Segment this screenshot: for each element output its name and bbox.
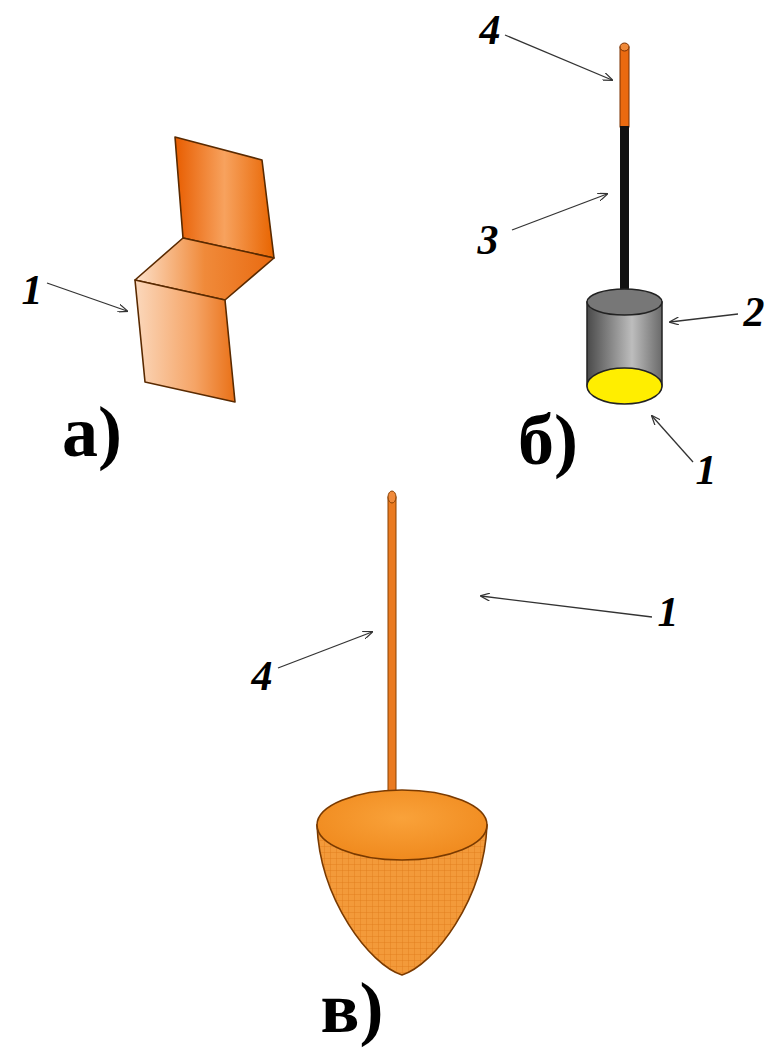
figure-letter: б) <box>518 404 578 476</box>
leader-lines <box>47 35 738 668</box>
callout-number: 4 <box>252 655 273 697</box>
probe <box>587 43 662 404</box>
callout-number: 1 <box>22 269 43 311</box>
callout-number: 2 <box>744 291 765 333</box>
callout-number: 1 <box>658 591 679 633</box>
callout-number: 4 <box>480 9 501 51</box>
folded-strip <box>135 137 274 402</box>
figure-letter: а) <box>62 396 122 468</box>
net <box>317 491 487 975</box>
figure-letter: в) <box>321 972 384 1044</box>
callout-number: 3 <box>478 219 499 261</box>
callout-number: 1 <box>696 449 717 491</box>
